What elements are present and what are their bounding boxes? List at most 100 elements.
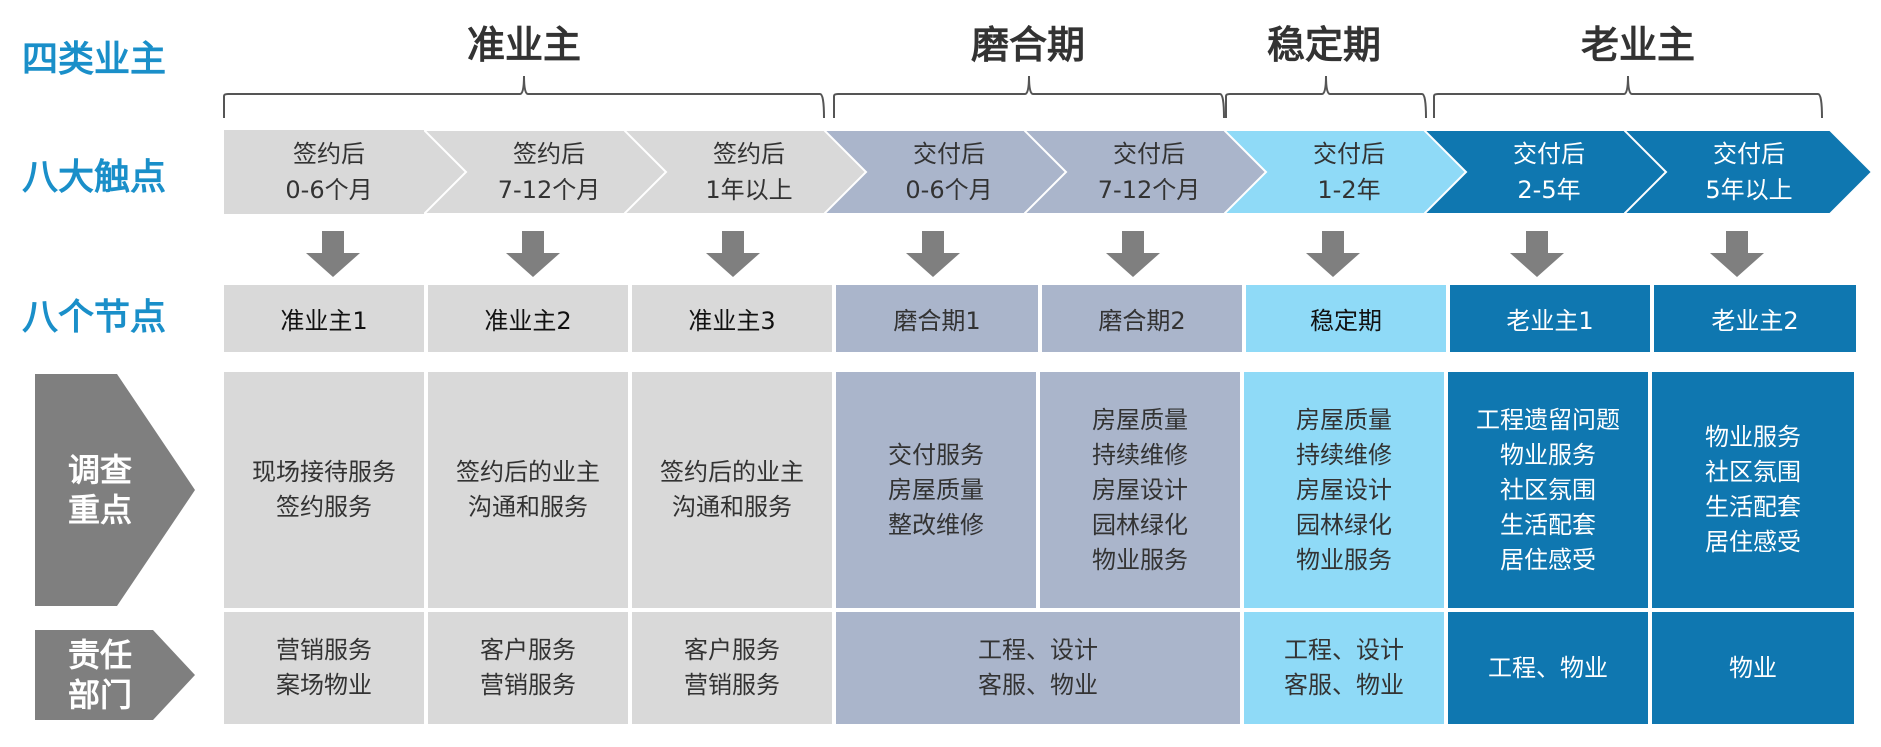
dept-item: 工程、设计 bbox=[978, 636, 1098, 664]
focus-item: 社区氛围 bbox=[1705, 458, 1801, 486]
focus-item: 房屋质量 bbox=[1296, 405, 1392, 434]
down-arrow-icon bbox=[906, 231, 960, 277]
down-arrow-icon bbox=[706, 231, 760, 277]
down-arrow-icon bbox=[1510, 231, 1564, 277]
focus-item: 现场接待服务 bbox=[252, 458, 396, 486]
focus-item: 生活配套 bbox=[1705, 493, 1801, 521]
focus-item: 物业服务 bbox=[1500, 440, 1596, 469]
chevron-icon bbox=[624, 130, 874, 214]
side-label-dept: 责任 部门 bbox=[35, 630, 197, 720]
touchpoint-chevron-8: 交付后 5年以上 bbox=[1624, 130, 1874, 214]
dept-item: 营销服务 bbox=[684, 671, 780, 699]
chevron-icon bbox=[824, 130, 1074, 214]
touchpoint-chevron-6: 交付后 1-2年 bbox=[1224, 130, 1474, 214]
touchpoint-line2: 5年以上 bbox=[1705, 176, 1793, 204]
focus-item: 签约后的业主 bbox=[456, 458, 600, 486]
touchpoint-chevron-7: 交付后 2-5年 bbox=[1424, 130, 1674, 214]
node-cell-1: 准业主1 bbox=[224, 285, 424, 352]
dept-item: 客户服务 bbox=[480, 636, 576, 664]
focus-item: 沟通和服务 bbox=[468, 493, 588, 521]
focus-cell-8: 物业服务 社区氛围 生活配套 居住感受 bbox=[1652, 372, 1854, 608]
touchpoint-line1: 交付后 bbox=[1313, 140, 1385, 168]
phase-brace-prospective-owner bbox=[223, 75, 825, 119]
down-arrow-icon bbox=[306, 231, 360, 277]
touchpoint-chevron-4: 交付后 0-6个月 bbox=[824, 130, 1074, 214]
focus-cell-4: 交付服务 房屋质量 整改维修 bbox=[836, 372, 1036, 608]
phase-title-veteran-owner: 老业主 bbox=[1580, 23, 1695, 67]
focus-item: 物业服务 bbox=[1296, 545, 1392, 574]
focus-item: 持续维修 bbox=[1296, 440, 1392, 469]
touchpoint-line2: 0-6个月 bbox=[905, 176, 993, 204]
dept-item: 工程、物业 bbox=[1488, 653, 1608, 682]
touchpoint-line1: 交付后 bbox=[1513, 140, 1585, 168]
focus-item: 房屋质量 bbox=[888, 475, 984, 504]
touchpoint-line2: 2-5年 bbox=[1517, 176, 1581, 204]
touchpoint-chevron-1: 签约后 0-6个月 bbox=[224, 130, 474, 214]
phase-title-prospective-owner: 准业主 bbox=[466, 23, 581, 67]
dept-item: 客户服务 bbox=[684, 636, 780, 664]
chevron-icon bbox=[1624, 130, 1874, 214]
phase-brace-adjustment bbox=[833, 75, 1225, 119]
focus-cell-2: 签约后的业主 沟通和服务 bbox=[428, 372, 628, 608]
node-cell-8: 老业主2 bbox=[1654, 285, 1856, 352]
node-cell-6: 稳定期 bbox=[1246, 285, 1446, 352]
down-arrow-icon bbox=[506, 231, 560, 277]
node-cell-7: 老业主1 bbox=[1450, 285, 1650, 352]
focus-cell-6: 房屋质量 持续维修 房屋设计 园林绿化 物业服务 bbox=[1244, 372, 1444, 608]
focus-item: 生活配套 bbox=[1500, 510, 1596, 539]
dept-item: 工程、设计 bbox=[1284, 636, 1404, 664]
touchpoint-chevron-3: 签约后 1年以上 bbox=[624, 130, 874, 214]
side-label-focus: 调查 重点 bbox=[35, 374, 197, 606]
phase-brace-veteran-owner bbox=[1433, 75, 1823, 119]
focus-cell-5: 房屋质量 持续维修 房屋设计 园林绿化 物业服务 bbox=[1040, 372, 1240, 608]
row-label-owner-types: 四类业主 bbox=[22, 39, 167, 80]
side-label-focus-line2: 重点 bbox=[67, 491, 132, 529]
dept-cell-5: 工程、设计 客服、物业 bbox=[1244, 612, 1444, 724]
dept-item: 物业 bbox=[1729, 653, 1777, 682]
node-cell-3: 准业主3 bbox=[632, 285, 832, 352]
node-cell-4: 磨合期1 bbox=[836, 285, 1038, 352]
chevron-icon bbox=[224, 130, 472, 214]
touchpoint-line2: 1年以上 bbox=[705, 176, 793, 204]
chevron-icon bbox=[1224, 130, 1474, 214]
down-arrow-icon bbox=[1710, 231, 1764, 277]
touchpoint-line1: 交付后 bbox=[1713, 140, 1785, 168]
touchpoint-line1: 签约后 bbox=[713, 140, 785, 168]
dept-item: 营销服务 bbox=[480, 671, 576, 699]
focus-cell-3: 签约后的业主 沟通和服务 bbox=[632, 372, 832, 608]
dept-item: 案场物业 bbox=[276, 671, 372, 699]
focus-item: 社区氛围 bbox=[1500, 475, 1596, 504]
down-arrow-icon bbox=[1306, 231, 1360, 277]
focus-item: 居住感受 bbox=[1500, 545, 1596, 574]
touchpoint-chevron-2: 签约后 7-12个月 bbox=[424, 130, 674, 214]
side-label-dept-line2: 部门 bbox=[67, 676, 132, 714]
touchpoint-line2: 7-12个月 bbox=[1097, 176, 1201, 204]
touchpoint-line1: 签约后 bbox=[513, 140, 585, 168]
focus-item: 园林绿化 bbox=[1296, 510, 1392, 539]
focus-cell-1: 现场接待服务 签约服务 bbox=[224, 372, 424, 608]
focus-item: 整改维修 bbox=[888, 510, 984, 539]
focus-item: 房屋质量 bbox=[1092, 405, 1188, 434]
focus-item: 居住感受 bbox=[1705, 528, 1801, 556]
dept-item: 客服、物业 bbox=[1284, 671, 1404, 699]
touchpoint-line1: 交付后 bbox=[913, 140, 985, 168]
dept-item: 客服、物业 bbox=[978, 671, 1098, 699]
touchpoint-line1: 签约后 bbox=[293, 140, 365, 168]
focus-cell-7: 工程遗留问题 物业服务 社区氛围 生活配套 居住感受 bbox=[1448, 372, 1648, 608]
row-label-touchpoints: 八大触点 bbox=[22, 157, 167, 198]
dept-cell-6: 工程、物业 bbox=[1448, 612, 1648, 724]
touchpoint-chevron-5: 交付后 7-12个月 bbox=[1024, 130, 1274, 214]
focus-item: 房屋设计 bbox=[1296, 475, 1392, 504]
node-cell-5: 磨合期2 bbox=[1042, 285, 1242, 352]
dept-cell-1: 营销服务 案场物业 bbox=[224, 612, 424, 724]
side-label-focus-line1: 调查 bbox=[67, 451, 132, 489]
touchpoint-line1: 交付后 bbox=[1113, 140, 1185, 168]
chevron-icon bbox=[1024, 130, 1274, 214]
focus-item: 交付服务 bbox=[888, 440, 984, 469]
node-cell-2: 准业主2 bbox=[428, 285, 628, 352]
chevron-icon bbox=[1424, 130, 1674, 214]
dept-cell-2: 客户服务 营销服务 bbox=[428, 612, 628, 724]
dept-cell-4: 工程、设计 客服、物业 bbox=[836, 612, 1240, 724]
focus-item: 签约服务 bbox=[276, 493, 372, 521]
down-arrow-icon bbox=[1106, 231, 1160, 277]
